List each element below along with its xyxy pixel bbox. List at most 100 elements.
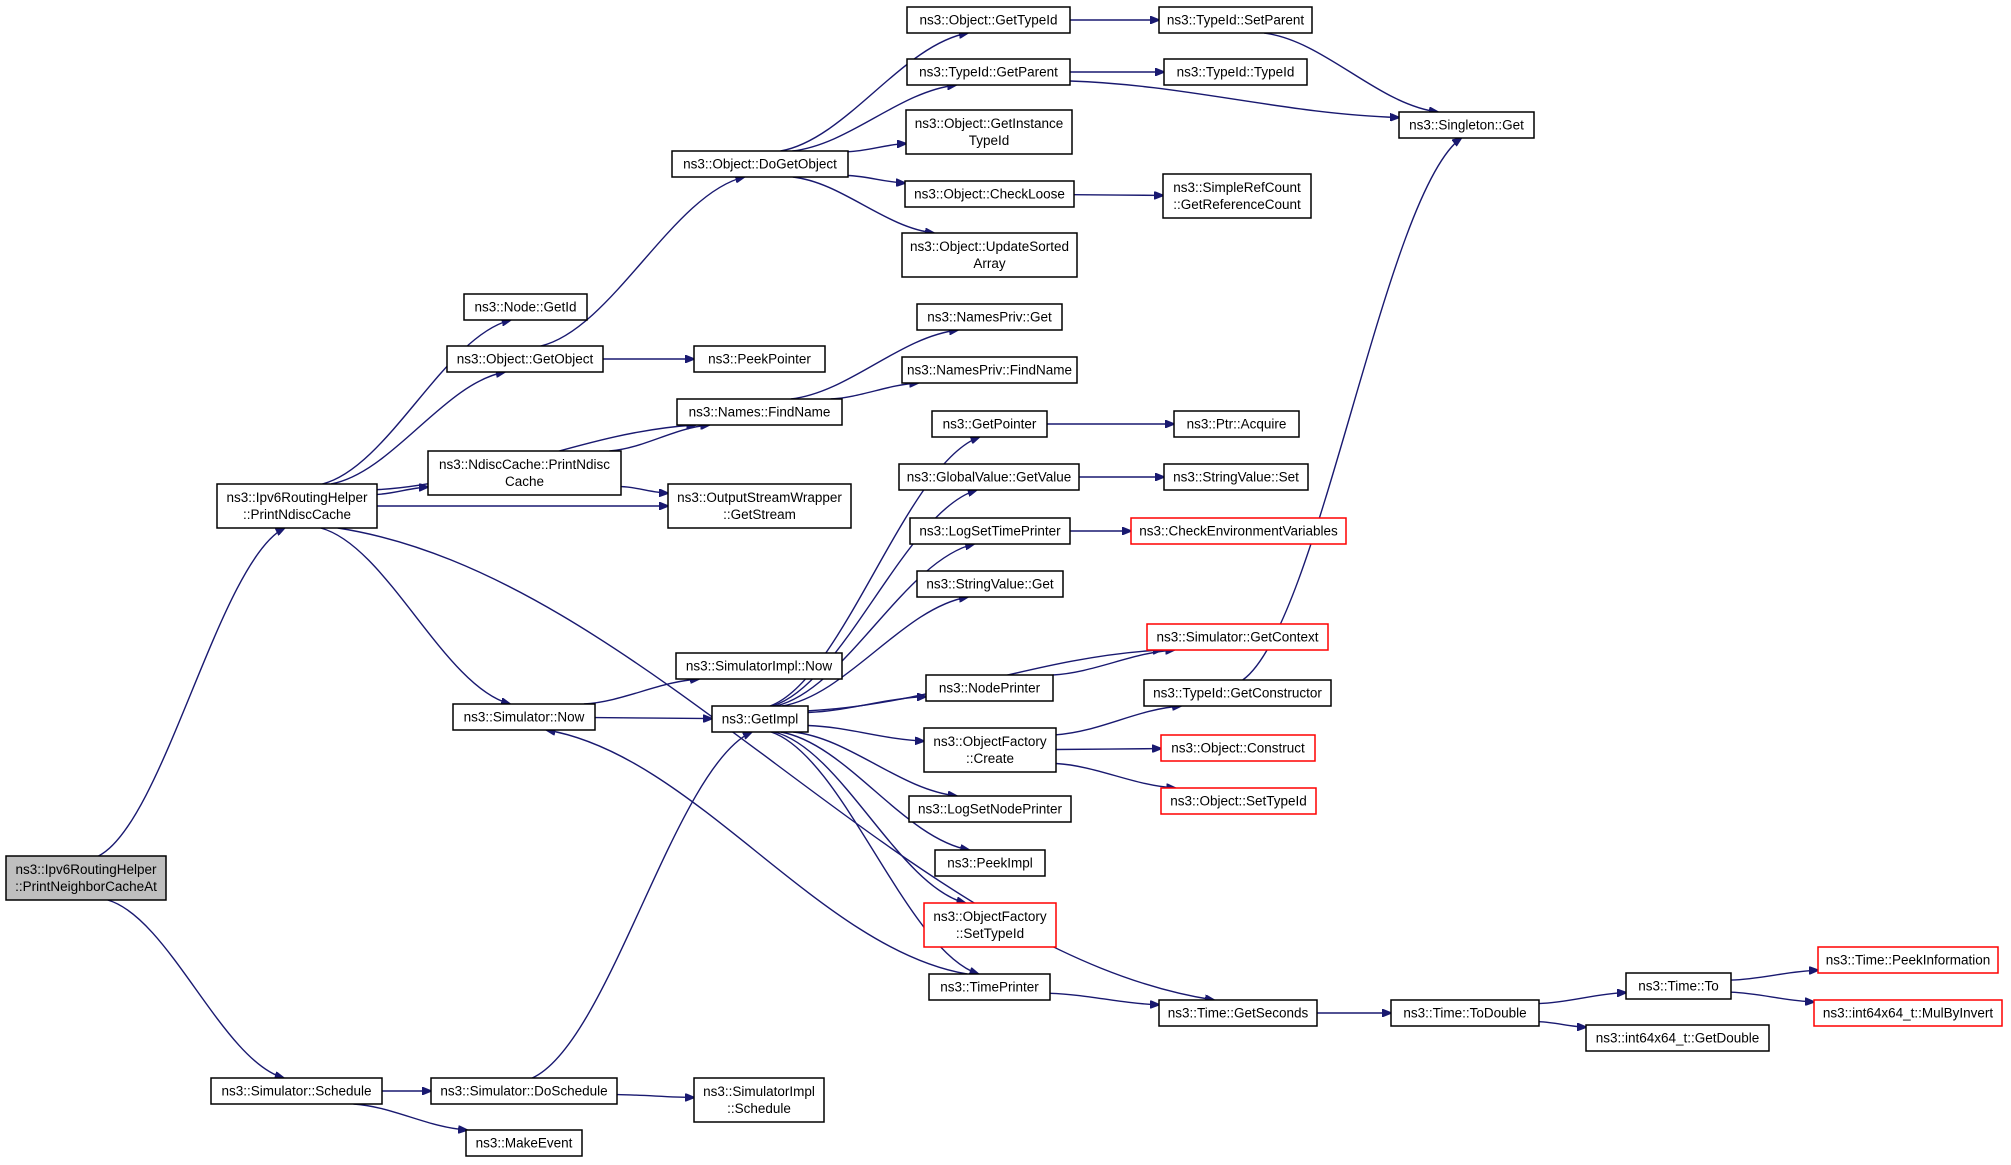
node-timeTo[interactable]: ns3::Time::To <box>1625 972 1732 1000</box>
node-tidSetParent[interactable]: ns3::TypeId::SetParent <box>1158 6 1313 34</box>
node-box <box>906 58 1071 86</box>
node-tidGetCtor[interactable]: ns3::TypeId::GetConstructor <box>1143 679 1332 707</box>
edge-simNow-to-getImpl <box>594 718 712 719</box>
node-label: ns3::int64x64_t::GetDouble <box>1596 1030 1760 1045</box>
node-nodePrinter[interactable]: ns3::NodePrinter <box>925 674 1054 702</box>
node-label: ns3::Ipv6RoutingHelper <box>15 862 157 877</box>
edge-printNdisc-to-ndiscPrint <box>376 487 428 496</box>
node-peekImpl[interactable]: ns3::PeekImpl <box>934 849 1046 877</box>
node-label: ns3::GetImpl <box>722 711 799 726</box>
node-root[interactable]: ns3::Ipv6RoutingHelper::PrintNeighborCac… <box>5 855 167 901</box>
edge-getImpl-to-logSetNode <box>793 731 957 796</box>
edge-ndiscPrint-to-osGetStream <box>620 485 668 494</box>
node-simImplSched[interactable]: ns3::SimulatorImpl::Schedule <box>693 1077 825 1123</box>
node-svSet[interactable]: ns3::StringValue::Set <box>1163 463 1309 491</box>
node-gvGetValue[interactable]: ns3::GlobalValue::GetValue <box>898 463 1080 491</box>
node-svGet[interactable]: ns3::StringValue::Get <box>916 570 1064 598</box>
node-box <box>1625 972 1732 1000</box>
edge-simDoSchedule-to-getImpl <box>531 732 752 1079</box>
node-ptrAcquire[interactable]: ns3::Ptr::Acquire <box>1173 410 1300 438</box>
node-checkEnv[interactable]: ns3::CheckEnvironmentVariables <box>1130 517 1347 545</box>
node-box <box>216 483 378 529</box>
node-label: ns3::NdiscCache::PrintNdisc <box>439 457 610 472</box>
node-i64MulByInv[interactable]: ns3::int64x64_t::MulByInvert <box>1813 999 2003 1027</box>
node-getPointer[interactable]: ns3::GetPointer <box>931 410 1048 438</box>
node-logSetTime[interactable]: ns3::LogSetTimePrinter <box>909 517 1071 545</box>
node-makeEvent[interactable]: ns3::MakeEvent <box>465 1129 583 1157</box>
edge-ndiscPrint-to-namesFind <box>609 425 709 452</box>
node-tidTypeId[interactable]: ns3::TypeId::TypeId <box>1163 58 1308 86</box>
node-box <box>1158 6 1313 34</box>
node-label: ns3::MakeEvent <box>476 1135 573 1150</box>
node-label: ns3::GlobalValue::GetValue <box>907 469 1072 484</box>
node-srcGetRef[interactable]: ns3::SimpleRefCount::GetReferenceCount <box>1162 173 1312 219</box>
node-namesPrivGet[interactable]: ns3::NamesPriv::Get <box>916 303 1063 331</box>
node-label: ns3::TypeId::TypeId <box>1177 64 1295 79</box>
node-namesFind[interactable]: ns3::Names::FindName <box>676 398 843 426</box>
node-box <box>1143 679 1332 707</box>
node-objSetTypeId[interactable]: ns3::Object::SetTypeId <box>1160 787 1317 815</box>
node-simGetContext[interactable]: ns3::Simulator::GetContext <box>1146 623 1329 651</box>
node-ofSetTypeId[interactable]: ns3::ObjectFactory::SetTypeId <box>923 902 1057 948</box>
node-label: ns3::int64x64_t::MulByInvert <box>1823 1005 1994 1020</box>
edge-objCheckLoose-to-srcGetRef <box>1073 195 1163 196</box>
node-label: ns3::StringValue::Set <box>1173 469 1299 484</box>
node-box <box>928 973 1051 1001</box>
node-logSetNode[interactable]: ns3::LogSetNodePrinter <box>908 795 1072 823</box>
node-objConstruct[interactable]: ns3::Object::Construct <box>1160 734 1316 762</box>
node-box <box>446 345 604 373</box>
node-box <box>1146 623 1329 651</box>
node-simNow[interactable]: ns3::Simulator::Now <box>452 703 596 731</box>
edge-ofCreate-to-objSetTypeId <box>1055 762 1175 789</box>
node-peekPointer[interactable]: ns3::PeekPointer <box>693 345 826 373</box>
edge-getImpl-to-nodePrinter <box>807 697 926 714</box>
edge-doGetObject-to-objGetInst <box>847 144 906 153</box>
edge-getImpl-to-gvGetValue <box>772 490 976 707</box>
node-timePrinter[interactable]: ns3::TimePrinter <box>928 973 1051 1001</box>
node-label: ns3::Simulator::Now <box>464 709 585 724</box>
node-timeGetSeconds[interactable]: ns3::Time::GetSeconds <box>1158 999 1318 1027</box>
node-label: ::SetTypeId <box>956 926 1024 941</box>
node-printNdisc[interactable]: ns3::Ipv6RoutingHelper::PrintNdiscCache <box>216 483 378 529</box>
node-singletonGet[interactable]: ns3::Singleton::Get <box>1398 111 1535 139</box>
node-objCheckLoose[interactable]: ns3::Object::CheckLoose <box>904 180 1075 208</box>
edge-getImpl-to-ofSetTypeId <box>774 731 966 903</box>
node-doGetObject[interactable]: ns3::Object::DoGetObject <box>671 150 849 178</box>
node-ndiscPrint[interactable]: ns3::NdiscCache::PrintNdiscCache <box>427 450 622 496</box>
edge-printNdisc-to-timeGetSeconds <box>337 527 1214 1000</box>
node-namesPrivFind[interactable]: ns3::NamesPriv::FindName <box>901 356 1078 384</box>
node-box <box>906 6 1071 34</box>
node-timePeekInfo[interactable]: ns3::Time::PeekInformation <box>1817 946 1999 974</box>
node-box <box>898 463 1080 491</box>
node-osGetStream[interactable]: ns3::OutputStreamWrapper::GetStream <box>667 483 852 529</box>
edge-tidGetParent-to-singletonGet <box>1069 80 1399 118</box>
edge-timePrinter-to-simNow <box>546 730 968 975</box>
node-objGetObject[interactable]: ns3::Object::GetObject <box>446 345 604 373</box>
node-label: ns3::Ipv6RoutingHelper <box>226 490 368 505</box>
edge-objGetObject-to-doGetObject <box>540 177 745 347</box>
node-label: ns3::Object::GetObject <box>457 351 594 366</box>
node-objGetTypeId[interactable]: ns3::Object::GetTypeId <box>906 6 1071 34</box>
node-box <box>1160 734 1316 762</box>
node-simSchedule[interactable]: ns3::Simulator::Schedule <box>210 1077 383 1105</box>
node-simDoSchedule[interactable]: ns3::Simulator::DoSchedule <box>430 1077 618 1105</box>
node-nodeGetId[interactable]: ns3::Node::GetId <box>463 293 588 321</box>
node-box <box>916 570 1064 598</box>
node-box <box>210 1077 383 1105</box>
node-label: ::PrintNeighborCacheAt <box>15 879 157 894</box>
node-tidGetParent[interactable]: ns3::TypeId::GetParent <box>906 58 1071 86</box>
node-label: ::GetReferenceCount <box>1173 197 1301 212</box>
edge-printNdisc-to-objGetObject <box>330 372 505 485</box>
node-label: ns3::PeekImpl <box>947 855 1033 870</box>
node-simImplNow[interactable]: ns3::SimulatorImpl::Now <box>675 652 843 680</box>
node-timeToDouble[interactable]: ns3::Time::ToDouble <box>1390 999 1540 1027</box>
node-ofCreate[interactable]: ns3::ObjectFactory::Create <box>923 727 1057 773</box>
node-getImpl[interactable]: ns3::GetImpl <box>711 705 809 733</box>
edge-timeTo-to-i64MulByInv <box>1730 991 1814 1002</box>
node-box <box>667 483 852 529</box>
node-i64GetDouble[interactable]: ns3::int64x64_t::GetDouble <box>1585 1024 1770 1052</box>
node-label: ns3::TypeId::GetParent <box>919 64 1058 79</box>
edge-printNdisc-to-simNow <box>320 527 510 704</box>
